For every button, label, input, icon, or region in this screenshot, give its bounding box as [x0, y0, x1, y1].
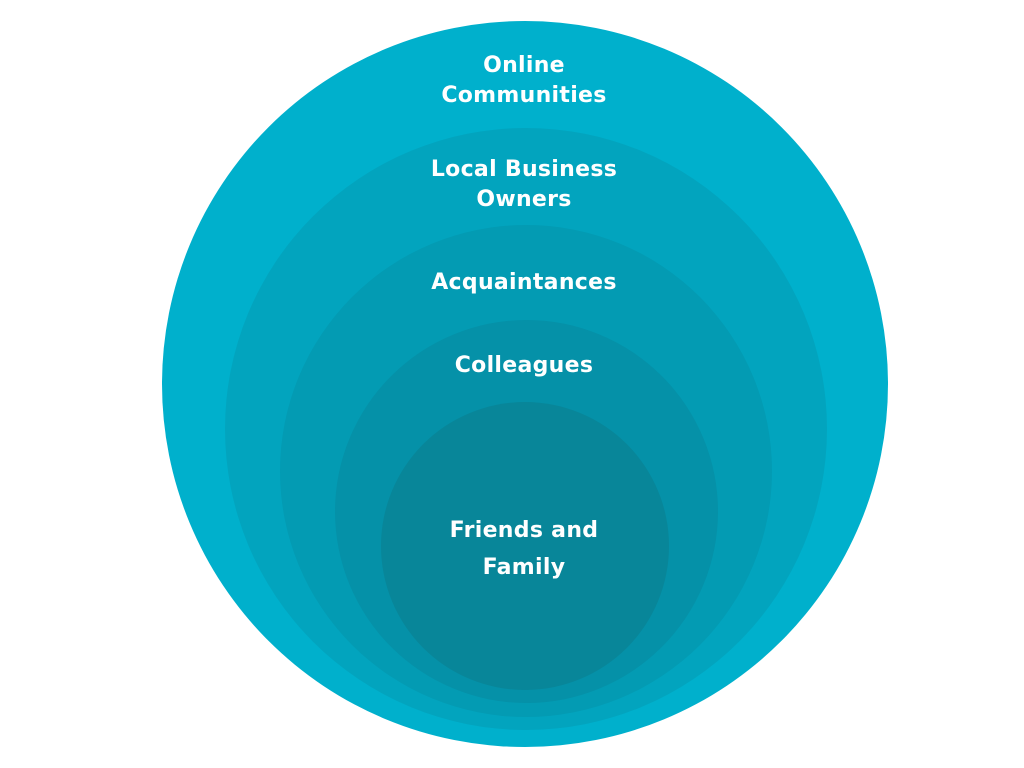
- label-line: Communities: [441, 83, 607, 108]
- label-acquaintances: Acquaintances: [0, 268, 1024, 298]
- label-line: Colleagues: [454, 353, 594, 378]
- label-friends-and-family: Friends and Family: [0, 512, 1024, 586]
- label-line: Local Business: [430, 157, 618, 182]
- ring-friends-and-family: [381, 402, 669, 690]
- label-line: Acquaintances: [431, 270, 617, 295]
- label-colleagues: Colleagues: [0, 351, 1024, 381]
- label-line: Owners: [476, 187, 572, 212]
- label-online-communities: Online Communities: [0, 51, 1024, 111]
- label-line: Online: [483, 53, 565, 78]
- label-line: Family: [482, 555, 566, 580]
- label-line: Friends and: [449, 518, 599, 543]
- label-local-business-owners: Local Business Owners: [0, 155, 1024, 215]
